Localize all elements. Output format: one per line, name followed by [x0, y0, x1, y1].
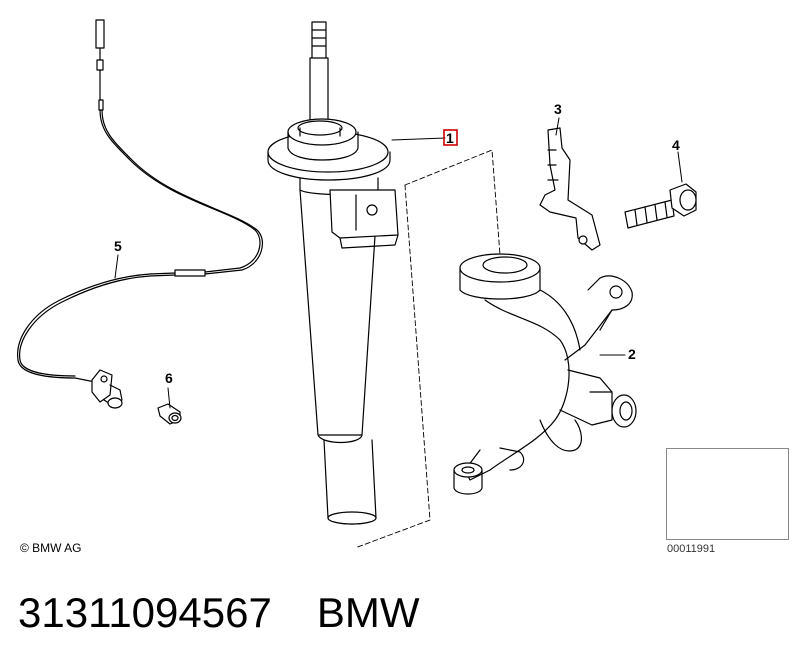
part-label-1[interactable]: 1: [446, 130, 454, 146]
sensor-head-drawing: [91, 369, 123, 409]
brand-name: BMW: [316, 589, 420, 636]
part-number: 31311094567: [18, 589, 272, 636]
large-bolt-drawing: [624, 183, 697, 229]
shock-absorber-drawing: [267, 21, 399, 525]
part-label-6[interactable]: 6: [165, 370, 173, 386]
part-label-4[interactable]: 4: [672, 137, 680, 153]
part-label-3[interactable]: 3: [554, 101, 562, 117]
steering-knuckle-drawing: [453, 253, 637, 495]
sensor-cable-drawing: [17, 19, 263, 383]
small-bolt-drawing: [157, 403, 182, 425]
diagram-reference-number: 00011991: [667, 543, 716, 555]
part-caption: 31311094567 BMW: [18, 588, 419, 638]
car-thumbnail-frame: [666, 448, 789, 540]
part-label-2[interactable]: 2: [628, 346, 636, 362]
brake-line-bracket-drawing: [539, 127, 601, 251]
leader-lines: [114, 117, 683, 409]
copyright-notice: © BMW AG: [20, 541, 82, 555]
part1-highlight-box: [443, 129, 458, 146]
dashed-assembly-line: [354, 149, 501, 549]
part-label-5[interactable]: 5: [114, 238, 122, 254]
